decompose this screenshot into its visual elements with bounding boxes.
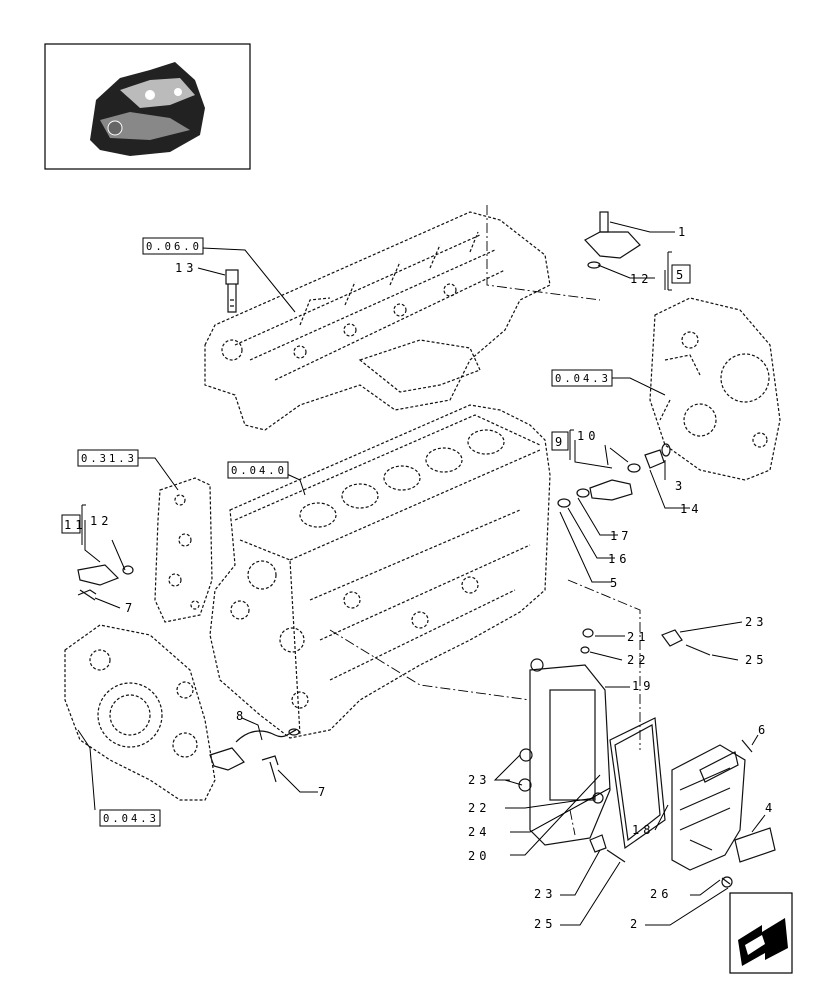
callout-12-left: 12: [90, 514, 112, 528]
callout-7-left: 7: [125, 601, 136, 615]
callout-22-mid: 22: [468, 801, 490, 815]
callout-23-right: 23: [745, 615, 767, 629]
sensor-8-harness: [209, 728, 300, 783]
cover-4: [734, 827, 776, 863]
kit-box-11: 11: [64, 518, 86, 532]
callout-2: 2: [630, 917, 641, 931]
callout-23-mid: 23: [468, 773, 490, 787]
ref-0-31-3: 0.31.3: [81, 453, 137, 465]
callout-17: 17: [610, 529, 632, 543]
callout-22-top: 22: [627, 653, 649, 667]
cylinder-head: [204, 211, 551, 431]
reference-leaders: [77, 247, 666, 811]
callout-25-bottom: 25: [534, 917, 556, 931]
sensor-13: [225, 269, 239, 313]
sensor-1-12: [584, 211, 641, 269]
ecu-module: [671, 744, 746, 871]
callout-19: 19: [632, 679, 654, 693]
side-cover-plate: [154, 477, 213, 623]
callout-18: 18: [632, 823, 654, 837]
ref-0-04-0: 0.04.0: [231, 465, 287, 477]
callout-5: 5: [610, 576, 621, 590]
callout-14: 14: [680, 502, 702, 516]
alignment-lines: [329, 205, 641, 836]
kit-box-9: 9: [555, 435, 566, 449]
callout-23-bottom: 23: [534, 887, 556, 901]
sensor-17-10-3: [557, 443, 671, 508]
callout-4: 4: [765, 801, 776, 815]
ref-0-04-3-bottom: 0.04.3: [103, 813, 159, 825]
kit-boxes: 5 9 11: [61, 251, 691, 545]
ecu-mounting-bracket: [518, 658, 611, 846]
sensor-11-12: [77, 564, 134, 596]
ref-0-06-0: 0.06.0: [146, 241, 202, 253]
callout-3: 3: [675, 479, 686, 493]
callout-13: 13: [175, 261, 197, 275]
callout-10: 10: [577, 429, 599, 443]
engine-thumbnail-icon: [44, 43, 251, 170]
callout-24: 24: [468, 825, 490, 839]
callout-labels: 1 12 13 10 3 14 17 16 5 21 22 23 25 19 6…: [90, 225, 776, 931]
callout-12-top: 12: [630, 272, 652, 286]
next-page-arrow-icon[interactable]: [729, 892, 793, 974]
timing-cover: [64, 624, 216, 801]
reference-boxes: 0.06.0 0.04.3 0.31.3 0.04.0 0.04.3: [77, 237, 613, 827]
engine-block: [209, 404, 551, 739]
callout-16: 16: [608, 552, 630, 566]
callout-21: 21: [627, 630, 649, 644]
callout-26: 26: [650, 887, 672, 901]
callout-6: 6: [758, 723, 769, 737]
callout-25-right: 25: [745, 653, 767, 667]
flywheel-housing: [649, 297, 781, 481]
callout-8: 8: [236, 709, 247, 723]
ref-0-04-3-top: 0.04.3: [555, 373, 611, 385]
kit-box-5: 5: [676, 268, 687, 282]
callout-7-bottom: 7: [318, 785, 329, 799]
leader-lines: [94, 221, 766, 926]
callout-1: 1: [678, 225, 689, 239]
bolts-and-plugs: [79, 589, 753, 888]
callout-20: 20: [468, 849, 490, 863]
